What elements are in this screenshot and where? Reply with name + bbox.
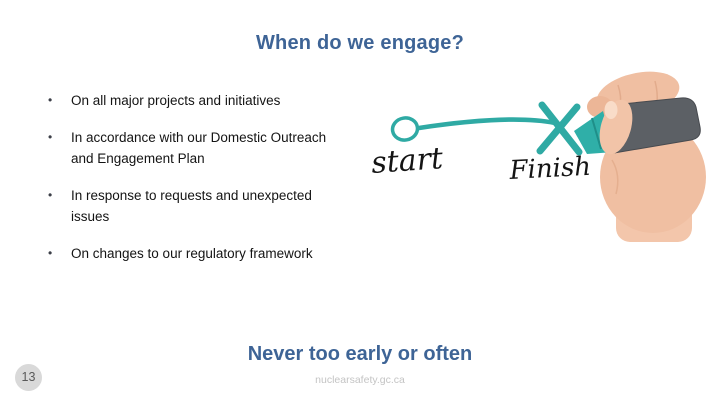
tagline: Never too early or often <box>247 343 473 365</box>
bullet-icon: • <box>48 93 53 107</box>
finger-crease <box>611 159 619 195</box>
finish-label: Finish <box>508 152 592 186</box>
list-item: • In accordance with our Domestic Outrea… <box>48 127 344 170</box>
start-finish-hand-photo: start Finish <box>370 71 706 242</box>
list-item: • In response to requests and unexpected… <box>48 185 344 228</box>
bullet-text: In response to requests and unexpected i… <box>71 187 312 225</box>
page-number-badge: 13 <box>15 364 42 391</box>
footer-url: nuclearsafety.gc.ca <box>315 374 405 386</box>
bullet-icon: • <box>48 187 53 202</box>
start-circle-icon <box>390 116 420 142</box>
bullet-icon: • <box>48 245 53 260</box>
page-title: When do we engage? <box>255 32 465 54</box>
thumbnail-shape <box>604 101 618 119</box>
timeline-stroke <box>416 117 558 131</box>
marker-tip-facet <box>591 117 602 150</box>
x-mark-icon <box>536 103 581 155</box>
bullet-text: In accordance with our Domestic Outreach… <box>71 129 327 167</box>
bullet-icon: • <box>48 129 53 144</box>
bullet-text: On changes to our regulatory framework <box>71 245 313 261</box>
start-label: start <box>370 141 445 181</box>
list-item: • On changes to our regulatory framework <box>48 243 344 265</box>
list-item: • On all major projects and initiatives <box>48 90 344 112</box>
bullet-text: On all major projects and initiatives <box>71 93 281 108</box>
bullet-list: • On all major projects and initiatives … <box>48 90 344 279</box>
